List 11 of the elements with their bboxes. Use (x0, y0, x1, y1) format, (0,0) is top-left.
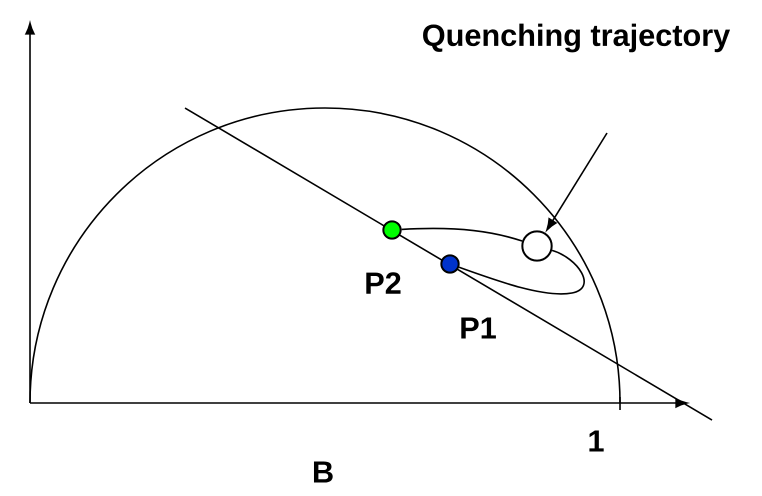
axis-label: 1 (589, 430, 604, 452)
point-label: P1 (461, 317, 496, 339)
axis-label: B (314, 461, 333, 483)
title: Quenching trajectory (423, 24, 730, 52)
point-marker (440, 254, 460, 274)
point-marker (382, 220, 402, 240)
point-label: P2 (366, 272, 401, 294)
trajectory-curve (402, 228, 522, 242)
trajectory-curve (458, 250, 585, 295)
arrow (546, 132, 608, 231)
circle-marker (521, 230, 553, 262)
